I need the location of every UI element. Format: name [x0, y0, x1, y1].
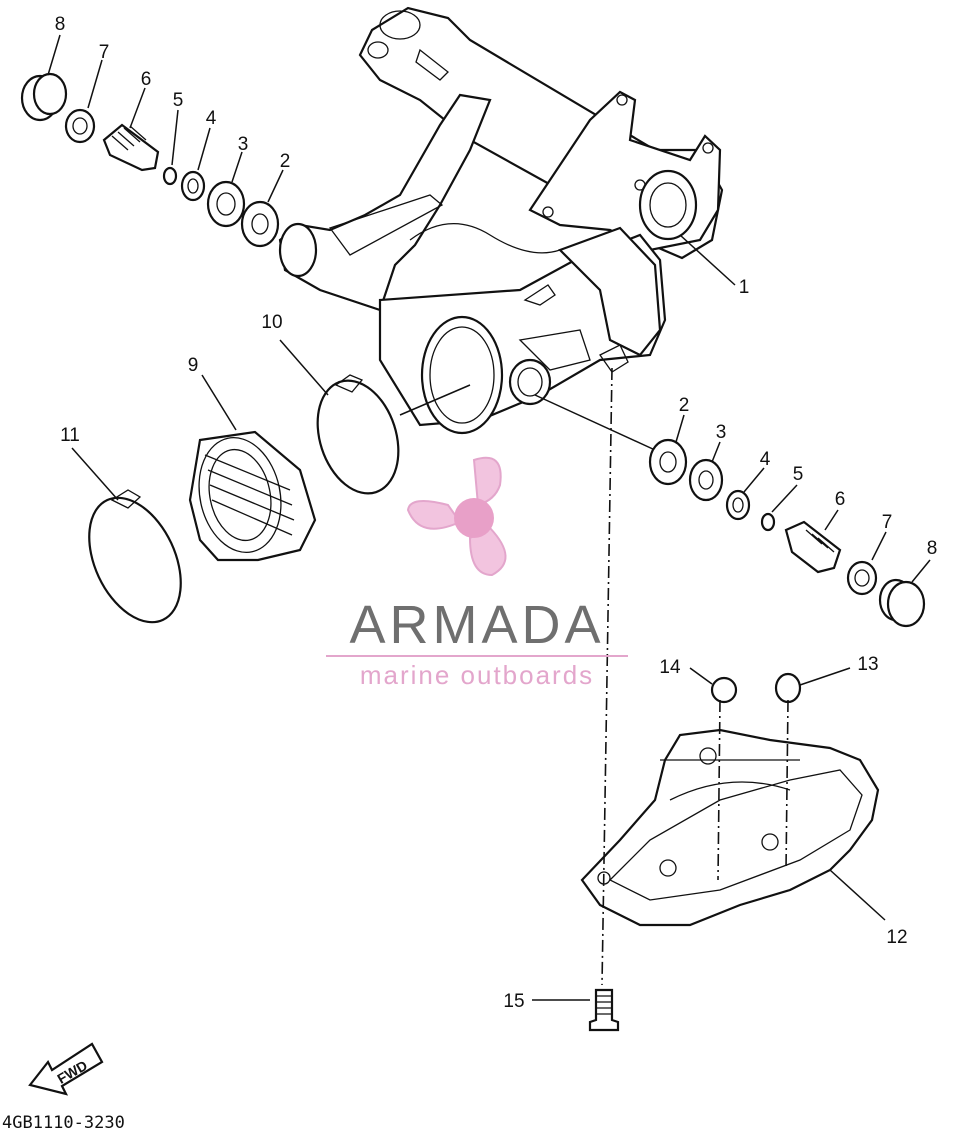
callout-1: 1: [739, 277, 750, 298]
nut-part-7-left: [64, 108, 96, 144]
callout-5-right: 5: [793, 464, 804, 485]
propeller-logo-icon: [406, 456, 507, 577]
callout-7-left: 7: [99, 42, 110, 63]
housing-part-1: [278, 6, 724, 435]
rubber-boot-part-9: [188, 374, 317, 562]
bearing-stack-left: [20, 34, 284, 248]
drawing-code: 4GB1110-3230: [2, 1113, 125, 1133]
o-ring-part-5-left: [162, 166, 178, 186]
oil-seal-part-3-left: [206, 180, 246, 228]
callout-14: 14: [659, 657, 681, 678]
bolt-part-13: [774, 667, 851, 704]
bearing-stack-right: [648, 414, 931, 628]
nut-part-7-right: [846, 560, 878, 596]
lower-guard-part-12: [580, 728, 886, 927]
bearing-part-2-left: [240, 200, 280, 248]
collar-part-4-left: [180, 170, 206, 202]
callout-12: 12: [886, 927, 907, 948]
callout-4-right: 4: [760, 449, 771, 470]
callout-7-right: 7: [882, 512, 893, 533]
bolt-part-15: [532, 988, 620, 1032]
hose-clamp-part-10: [279, 339, 400, 495]
callout-10: 10: [261, 312, 282, 333]
callout-4-left: 4: [206, 108, 217, 129]
pivot-shaft-part-6-right: [784, 520, 842, 574]
armada-watermark: ARMADA marine outboards: [326, 456, 628, 690]
cap-part-8-right: [878, 578, 926, 628]
collar-part-4-right: [725, 489, 751, 521]
callout-labels: 1 2 3 4 5 6 7 8 2 3 4 5 6 7 8 9 10 11 12…: [55, 14, 938, 1012]
callout-9: 9: [188, 355, 199, 376]
forward-direction-arrow: FWD: [28, 1042, 104, 1096]
callout-3-right: 3: [716, 422, 727, 443]
callout-3-left: 3: [238, 134, 249, 155]
o-ring-part-5-right: [760, 512, 776, 532]
callout-8-right: 8: [927, 538, 938, 559]
callout-6-left: 6: [141, 69, 152, 90]
callout-6-right: 6: [835, 489, 846, 510]
brand-name: ARMADA: [349, 595, 604, 655]
callout-13: 13: [857, 654, 878, 675]
callout-11: 11: [60, 425, 80, 446]
callout-5-left: 5: [173, 90, 184, 111]
callout-15: 15: [503, 991, 524, 1012]
bolt-part-14: [689, 667, 738, 704]
oil-seal-part-3-right: [688, 458, 724, 502]
callout-2-left: 2: [280, 151, 291, 172]
bearing-part-2-right: [648, 438, 688, 486]
callout-2-right: 2: [679, 395, 690, 416]
pivot-shaft-part-6-left: [102, 123, 160, 172]
brand-tagline: marine outboards: [360, 660, 594, 690]
cap-part-8-left: [20, 72, 68, 122]
callout-8-left: 8: [55, 14, 66, 35]
hose-clamp-part-11: [71, 447, 182, 624]
